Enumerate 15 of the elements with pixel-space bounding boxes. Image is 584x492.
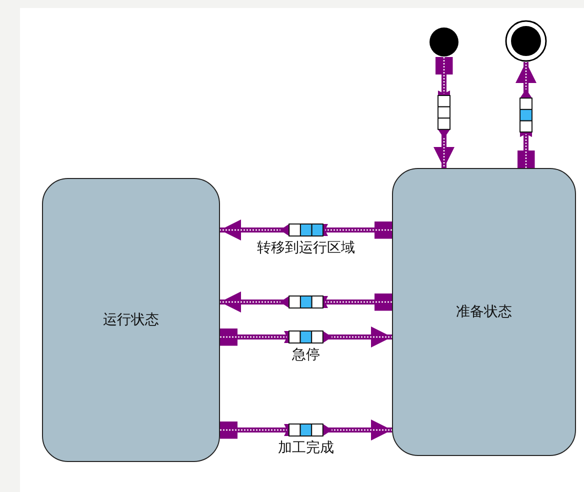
final-state-circle xyxy=(505,20,547,62)
state-box xyxy=(42,178,220,462)
edge-label: 加工完成 xyxy=(276,439,336,457)
transition-arrow xyxy=(434,57,454,168)
transition-arrow xyxy=(220,292,392,312)
transition-arrow xyxy=(220,420,392,440)
transition-arrow xyxy=(220,220,392,240)
transition-arrow xyxy=(220,326,392,348)
state-name: 运行状态 xyxy=(103,311,159,329)
edge-label: 转移到运行区域 xyxy=(255,239,357,257)
state-box xyxy=(392,168,576,456)
edge-label: 急停 xyxy=(290,346,322,364)
state-name: 准备状态 xyxy=(456,303,512,321)
transition-arrow xyxy=(516,62,536,168)
initial-state-circle xyxy=(429,27,459,57)
